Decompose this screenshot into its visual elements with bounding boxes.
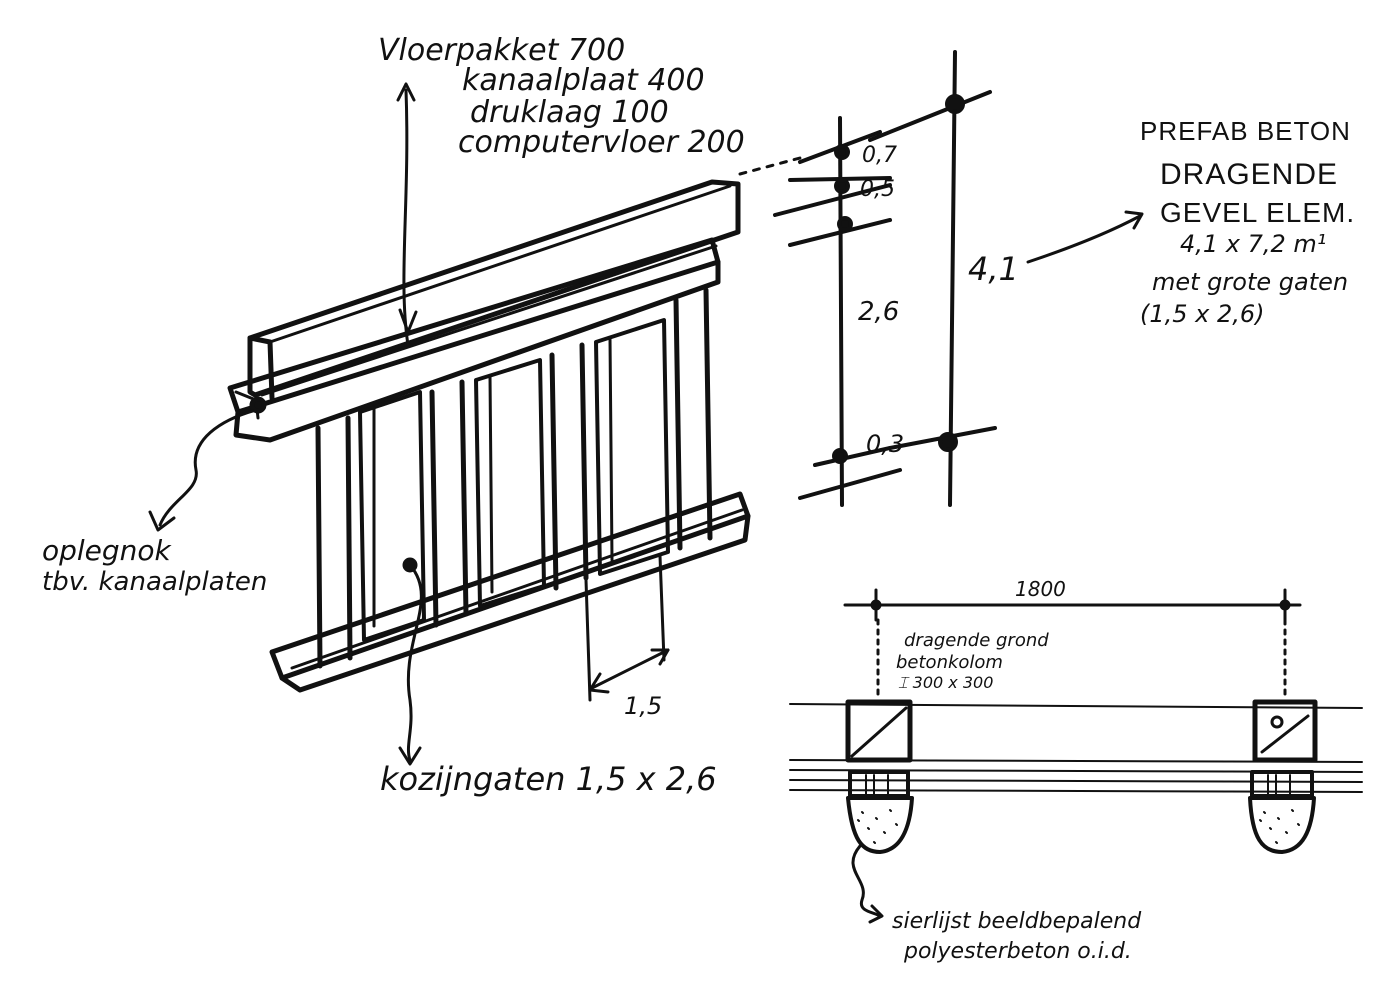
window-openings-label: kozijngaten 1,5 x 2,6 <box>380 760 717 798</box>
prefab-note-line-1: PREFAB BETON <box>1140 116 1351 146</box>
prefab-note-line-2: DRAGENDE <box>1160 158 1338 191</box>
floor-package-label: Vloerpakket 700 kanaalplaat 400 druklaag… <box>378 33 745 160</box>
plan-width-label: 1800 <box>1015 577 1066 601</box>
prefab-note-line-4: 4,1 x 7,2 m¹ <box>1180 230 1326 258</box>
dim-label-d1: 0,7 <box>862 143 897 168</box>
finish-note-line-2: polyesterbeton o.i.d. <box>903 939 1132 964</box>
support-ledge-label: oplegnok tbv. kanaalplaten <box>42 534 267 597</box>
prefab-note-line-6: (1,5 x 2,6) <box>1140 300 1265 328</box>
column-note-line-1: dragende grond <box>904 630 1049 651</box>
floor-package-line-1: Vloerpakket 700 <box>378 33 625 68</box>
dim-label-d4: 0,3 <box>866 430 904 458</box>
prefab-note-line-3: GEVEL ELEM. <box>1160 197 1355 228</box>
section-lines <box>738 50 997 507</box>
column-note-line-3: ⌶ 300 x 300 <box>898 673 993 692</box>
finish-note: sierlijst beeldbepalend polyesterbeton o… <box>892 909 1142 964</box>
leader-support-ledge <box>148 408 258 532</box>
dim-label-d3: 2,6 <box>858 297 899 327</box>
column-note: dragende grond betonkolom ⌶ 300 x 300 <box>896 630 1049 692</box>
column-note-line-2: betonkolom <box>896 652 1003 673</box>
prefab-note-line-5: met grote gaten <box>1152 268 1348 296</box>
window-width-label: 1,5 <box>624 692 662 720</box>
finish-note-line-1: sierlijst beeldbepalend <box>892 909 1142 934</box>
plan-detail <box>789 588 1363 924</box>
facade-element <box>227 179 751 693</box>
dim-label-total: 4,1 <box>968 250 1019 288</box>
support-ledge-line-2: tbv. kanaalplaten <box>42 567 267 597</box>
support-ledge-line-1: oplegnok <box>42 534 173 567</box>
leader-window-openings <box>398 557 423 766</box>
floor-package-line-2: kanaalplaat 400 <box>462 63 705 98</box>
dimension-labels: 0,7 0,5 2,6 0,3 4,1 <box>858 143 1019 458</box>
dim-label-d2: 0,5 <box>860 177 895 202</box>
dim-window-width <box>584 554 670 702</box>
prefab-note: PREFAB BETON DRAGENDE GEVEL ELEM. 4,1 x … <box>1140 116 1355 328</box>
floor-package-line-4: computervloer 200 <box>458 125 745 160</box>
leader-floor-package <box>396 82 418 347</box>
floor-package-line-3: druklaag 100 <box>470 95 669 130</box>
leader-prefab-note <box>1026 210 1144 264</box>
